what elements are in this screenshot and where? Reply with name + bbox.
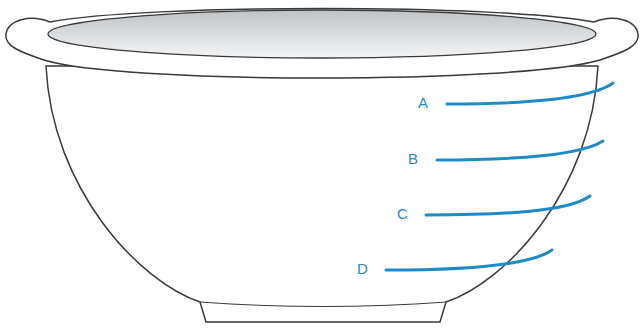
level-line xyxy=(426,196,590,215)
callout-letter: D xyxy=(357,260,368,278)
bowl-foot-line xyxy=(200,302,446,307)
callout-letter: B xyxy=(408,150,418,168)
level-line xyxy=(437,141,603,160)
bowl-inner xyxy=(48,10,596,58)
callout-letter: C xyxy=(397,205,408,223)
level-line xyxy=(447,83,613,104)
level-line xyxy=(386,250,552,270)
callout-letter: A xyxy=(418,94,428,112)
bowl-body xyxy=(46,66,598,322)
bowl-rim xyxy=(6,9,638,79)
